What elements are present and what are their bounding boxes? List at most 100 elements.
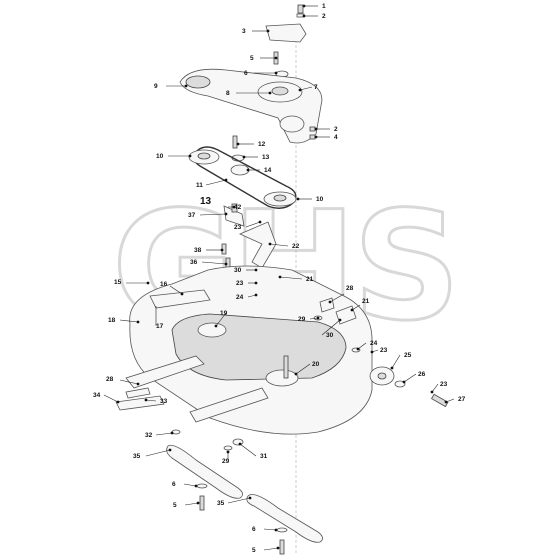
cover-slot [279,115,305,133]
leader-line [269,243,289,247]
leader-dot [302,4,306,8]
callout-26: 26 [418,371,426,378]
leader-line [445,398,455,403]
leader-dot [224,212,228,216]
deck-rail-right [189,387,269,423]
pulley-10a-hub [197,152,211,160]
leader-line [227,497,251,504]
callout-9: 9 [154,83,158,90]
leader-dot [338,318,342,322]
leader-dot [180,292,184,296]
leader-dot [170,431,174,435]
callout-28a: 28 [346,285,354,292]
pulley-cover-cap [265,23,307,43]
cover-pulley-hub [271,86,289,96]
callout-14: 14 [264,167,272,174]
leader-dot [274,56,278,60]
callout-8: 8 [226,90,230,97]
leader-line [145,399,157,402]
leader-dot [316,316,320,320]
leader-dot [194,484,198,488]
callout-29a: 29 [298,316,306,323]
leader-line [103,394,119,403]
leader-dot [296,197,300,201]
callout-5c: 5 [252,547,256,554]
pulley-10b-hub [273,194,287,202]
callout-30a: 30 [234,267,242,274]
callout-18: 18 [108,317,116,324]
leader-dot [402,380,406,384]
callout-10b: 10 [316,196,324,203]
callout-3: 3 [242,28,246,35]
callout-6b: 6 [172,481,176,488]
leader-line [245,221,261,228]
callout-36: 36 [190,259,198,266]
leader-dot [430,390,434,394]
callout-23c: 23 [380,347,388,354]
callout-17: 17 [156,323,164,330]
callout-13b: 13 [200,196,212,207]
callout-32: 32 [145,432,153,439]
callout-22: 22 [292,243,300,250]
leader-dot [314,127,318,131]
leader-line [201,261,227,265]
callout-13a: 13 [262,154,270,161]
axle-bolt-27 [431,393,449,408]
callout-10a: 10 [156,153,164,160]
callout-35b: 35 [217,500,225,507]
callout-24a: 24 [236,294,244,301]
callout-2: 2 [322,13,326,20]
bolt-5c [279,539,285,555]
leader-dot [248,496,252,500]
leader-line [119,379,139,385]
leader-line [169,285,183,295]
callout-33: 33 [160,398,168,405]
leader-dot [242,155,246,159]
deck-top-plate [171,313,347,381]
callout-20: 20 [312,361,320,368]
callout-2b: 2 [334,126,338,133]
callout-35a: 35 [133,453,141,460]
leader-dot [188,154,192,158]
leader-dot [254,268,258,272]
callout-1: 1 [322,3,326,10]
leader-line [145,449,171,457]
callout-23a: 23 [234,224,242,231]
callout-15: 15 [114,279,122,286]
leader-dot [236,142,240,146]
leader-dot [232,205,236,209]
leader-dot [356,347,360,351]
callout-5: 5 [250,55,254,62]
leader-dot [238,442,242,446]
leader-line [295,363,311,375]
leader-dot [268,91,272,95]
bolt-12 [232,135,238,149]
leader-lines [103,4,455,551]
leader-dot [390,366,394,370]
washer-6c [276,527,288,533]
spacer-26 [394,380,406,388]
callout-24b: 24 [370,340,378,347]
leader-dot [266,29,270,33]
blade-35b [246,494,323,543]
spindle-shaft [283,355,289,379]
leader-dot [268,242,272,246]
spindle-left-19 [197,322,227,338]
leader-line [391,354,401,369]
leader-line [239,443,257,457]
leader-dot [328,300,332,304]
leader-dot [302,14,306,18]
callout-29b: 29 [222,458,230,465]
leader-dot [224,262,228,266]
leader-dot [246,168,250,172]
callout-28b: 28 [106,376,114,383]
link-33 [115,395,165,411]
callout-23b: 23 [236,280,244,287]
leader-line [357,342,367,350]
deck-rail-left [125,355,205,389]
idler-14 [230,164,250,176]
leader-dot [276,546,280,550]
blade-35a [166,444,243,499]
leader-dot [254,281,258,285]
